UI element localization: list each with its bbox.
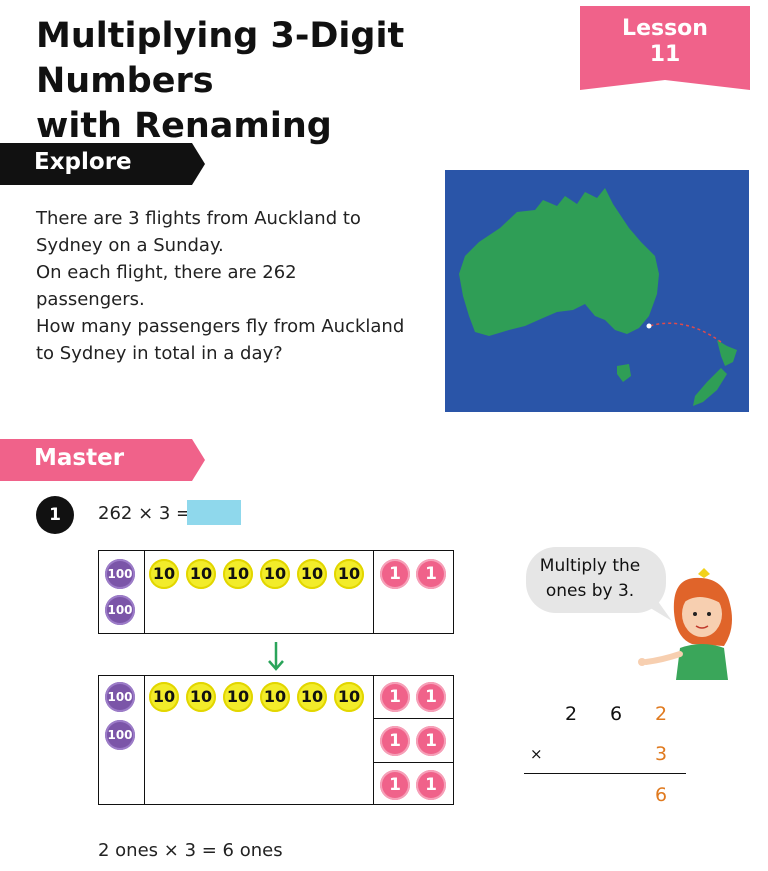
hundred-disc: 100 (105, 559, 135, 589)
question-number: 1 (36, 496, 74, 534)
calc-tens-digit: 6 (610, 703, 623, 725)
ten-disc: 10 (149, 682, 179, 712)
ones-caption: 2 ones × 3 = 6 ones (98, 840, 283, 861)
answer-box[interactable] (187, 500, 241, 525)
ten-disc: 10 (334, 682, 364, 712)
speech-bubble (526, 547, 672, 621)
sydney-dot (646, 323, 652, 329)
explore-heading: Explore (34, 149, 132, 175)
explore-line: There are 3 flights from Auckland to (36, 208, 361, 229)
explore-line: On each flight, there are 262 (36, 262, 297, 283)
ones-row-divider (374, 762, 453, 763)
lesson-number: 11 (649, 42, 681, 67)
ten-disc: 10 (260, 682, 290, 712)
lesson-badge-shape (580, 6, 750, 90)
one-disc: 1 (380, 770, 410, 800)
one-disc: 1 (416, 770, 446, 800)
new-zealand-south (693, 368, 727, 406)
one-disc: 1 (380, 682, 410, 712)
hundreds-column: 100 100 (99, 551, 145, 633)
ones-column: 1 1 1 1 1 1 (374, 676, 453, 804)
down-arrow-icon (268, 642, 284, 671)
ten-disc: 10 (297, 682, 327, 712)
one-disc: 1 (380, 559, 410, 589)
ten-disc: 10 (297, 559, 327, 589)
page-title: Multiplying 3-Digit Numbers with Renamin… (36, 14, 576, 149)
calc-ones-digit: 2 (655, 703, 668, 725)
tens-column: 10 10 10 10 10 10 (145, 676, 374, 804)
place-value-chart-2: 100 100 10 10 10 10 10 10 1 1 1 1 1 1 (98, 675, 454, 805)
master-heading: Master (34, 445, 125, 471)
flight-path (648, 322, 722, 343)
title-line-1: Multiplying 3-Digit Numbers (36, 16, 405, 101)
one-disc: 1 (416, 559, 446, 589)
explore-line: passengers. (36, 289, 145, 310)
ten-disc: 10 (186, 559, 216, 589)
ten-disc: 10 (149, 559, 179, 589)
speech-text: Multiply the ones by 3. (530, 554, 650, 604)
ones-row-divider (374, 718, 453, 719)
speech-line-1: Multiply the (539, 556, 641, 576)
hundred-disc: 100 (105, 720, 135, 750)
tasmania (617, 364, 631, 382)
one-disc: 1 (380, 726, 410, 756)
title-line-2: with Renaming (36, 106, 332, 146)
explore-line: Sydney on a Sunday. (36, 235, 224, 256)
explore-line: to Sydney in total in a day? (36, 343, 283, 364)
explore-line: How many passengers fly from Auckland (36, 316, 405, 337)
girl-character-illustration (638, 568, 732, 680)
ones-column: 1 1 (374, 551, 453, 633)
equation: 262 × 3 = (98, 503, 192, 524)
one-disc: 1 (416, 682, 446, 712)
ten-disc: 10 (260, 559, 290, 589)
ten-disc: 10 (334, 559, 364, 589)
calc-multiplier: 3 (655, 743, 668, 765)
hundred-disc: 100 (105, 595, 135, 625)
hundred-disc: 100 (105, 682, 135, 712)
new-zealand-north (717, 340, 737, 366)
australia-landmass (459, 188, 659, 336)
tens-column: 10 10 10 10 10 10 (145, 551, 374, 633)
ten-disc: 10 (223, 682, 253, 712)
ten-disc: 10 (186, 682, 216, 712)
lesson-badge: Lesson 11 (580, 6, 750, 90)
times-sign: × (530, 745, 543, 763)
calc-result-ones: 6 (655, 784, 668, 806)
calc-rule (524, 773, 686, 774)
hundreds-column: 100 100 (99, 676, 145, 804)
place-value-chart-1: 100 100 10 10 10 10 10 10 1 1 (98, 550, 454, 634)
map-australia-new-zealand (445, 170, 749, 412)
calc-hundreds-digit: 2 (565, 703, 578, 725)
lesson-label: Lesson (622, 16, 708, 41)
ten-disc: 10 (223, 559, 253, 589)
one-disc: 1 (416, 726, 446, 756)
explore-problem: There are 3 flights from Auckland to Syd… (36, 205, 416, 367)
speech-line-2: ones by 3. (545, 581, 635, 601)
